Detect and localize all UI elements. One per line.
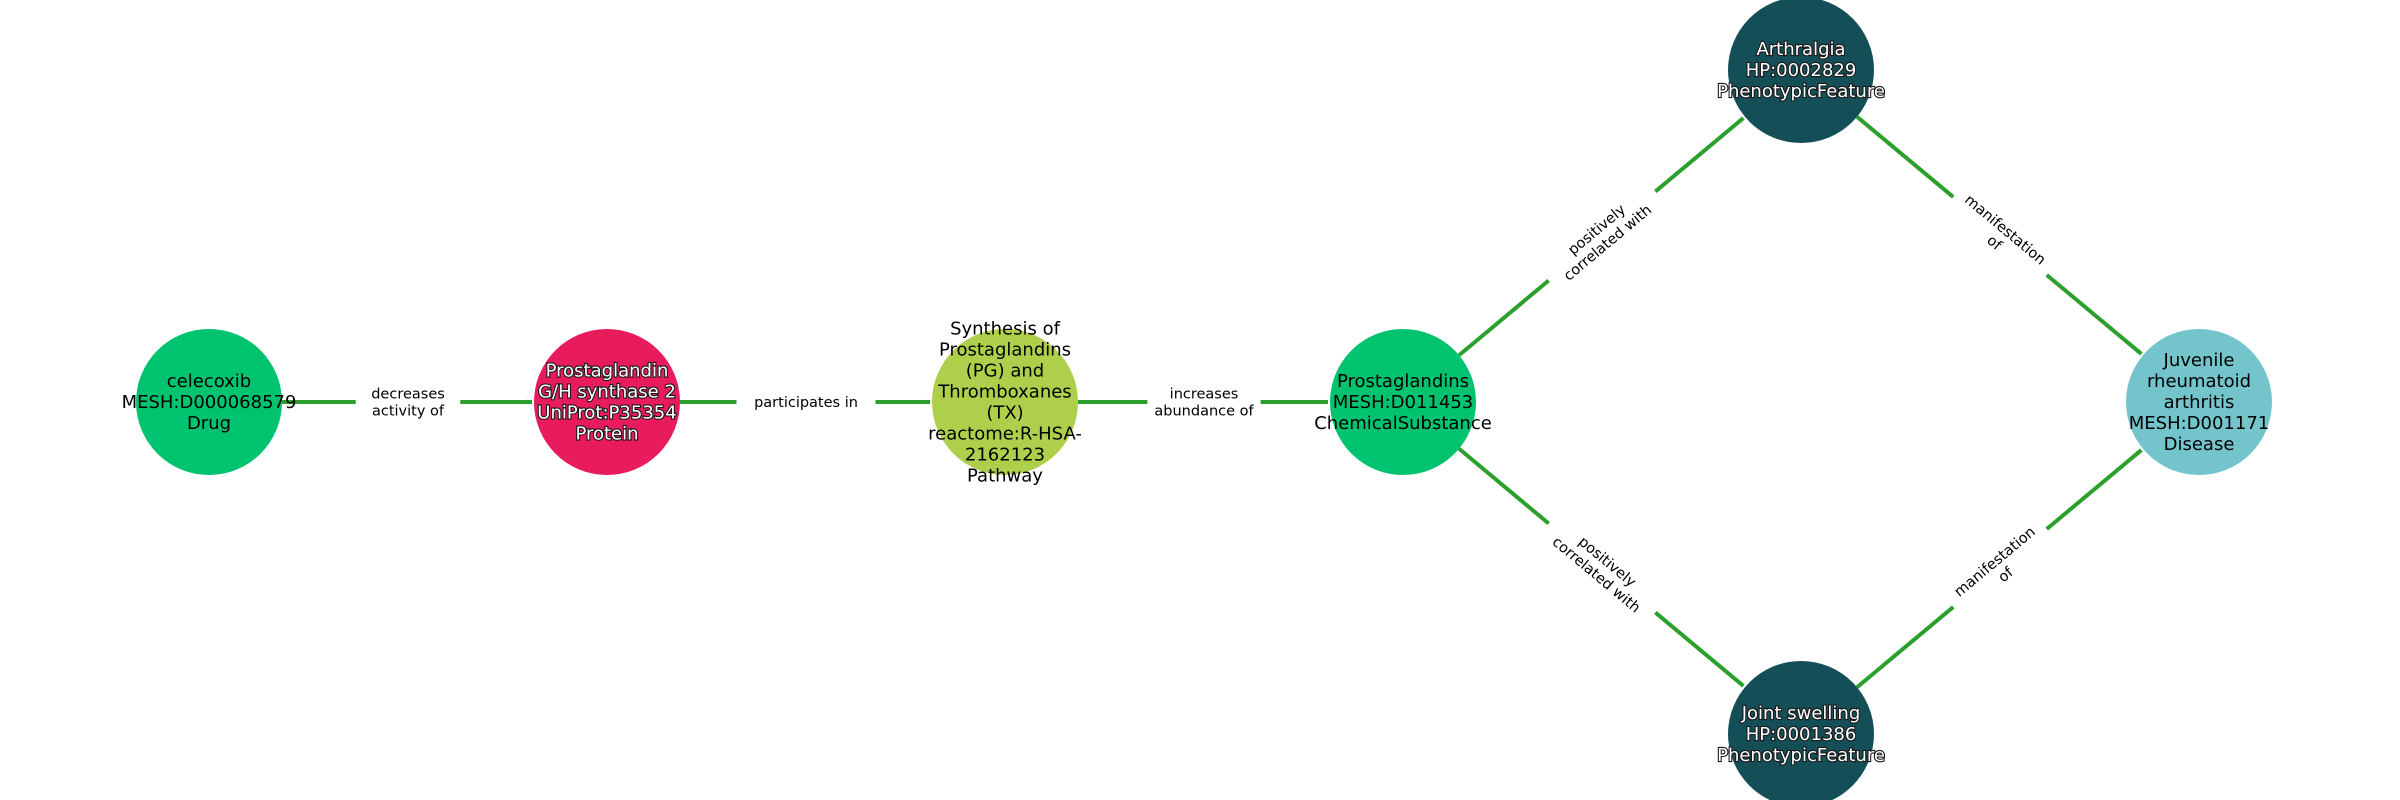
node-circle[interactable] xyxy=(1330,329,1476,475)
node-label-line: Disease xyxy=(2164,434,2235,455)
node-label-line: HP:0002829 xyxy=(1746,60,1857,81)
node-circle[interactable] xyxy=(136,329,282,475)
node-label-line: ChemicalSubstance xyxy=(1314,413,1492,434)
node-label-line: Drug xyxy=(187,413,231,434)
node-label-line: Synthesis of xyxy=(950,319,1061,340)
node-circle[interactable] xyxy=(2126,329,2272,475)
node-label-line: celecoxib xyxy=(167,371,251,392)
node-label-line: Protein xyxy=(575,424,638,445)
node-label-line: HP:0001386 xyxy=(1746,724,1857,745)
node-circle[interactable] xyxy=(1728,0,1874,143)
node-joint_swelling[interactable]: Joint swellingHP:0001386PhenotypicFeatur… xyxy=(1716,661,1886,800)
node-label-line: 2162123 xyxy=(965,445,1045,466)
node-jra[interactable]: JuvenilerheumatoidarthritisMESH:D001171D… xyxy=(2126,329,2272,475)
node-label-line: MESH:D000068579 xyxy=(122,392,297,413)
node-label-line: Joint swelling xyxy=(1741,703,1861,724)
node-circle[interactable] xyxy=(932,329,1078,475)
edge-label-background xyxy=(355,382,461,422)
node-label-line: PhenotypicFeature xyxy=(1717,745,1885,766)
edge-label-background xyxy=(1535,508,1669,628)
node-label-line: (TX) xyxy=(986,403,1023,424)
node-label-line: PhenotypicFeature xyxy=(1717,81,1885,102)
node-label-line: reactome:R-HSA- xyxy=(928,424,1082,445)
node-label-line: Prostaglandins xyxy=(1337,371,1469,392)
node-label-line: Prostaglandins xyxy=(939,340,1071,361)
edge-label-text: decreases xyxy=(371,387,445,403)
node-label-line: G/H synthase 2 xyxy=(538,382,676,403)
node-label-line: MESH:D011453 xyxy=(1333,392,1474,413)
node-prostaglandins[interactable]: ProstaglandinsMESH:D011453ChemicalSubsta… xyxy=(1314,329,1492,475)
node-label-line: UniProt:P35354 xyxy=(537,403,676,424)
edge-label-background xyxy=(1940,181,2060,291)
node-label-line: arthritis xyxy=(2164,392,2235,413)
edge-label-text: participates in xyxy=(754,395,858,411)
node-label-line: Arthralgia xyxy=(1756,39,1845,60)
edge-label-background xyxy=(736,390,876,414)
edge-label-background xyxy=(1535,176,1669,296)
node-label-line: Prostaglandin xyxy=(546,361,669,382)
node-circle[interactable] xyxy=(534,329,680,475)
edge-label: participates in xyxy=(736,390,876,414)
node-circle[interactable] xyxy=(1728,661,1874,800)
edge-label-text: activity of xyxy=(372,404,445,420)
edge-ptgs2-pathway: participates in xyxy=(680,390,930,414)
node-label-line: (PG) and xyxy=(966,361,1044,382)
node-label-line: Juvenile xyxy=(2163,350,2235,371)
node-label-line: Pathway xyxy=(967,466,1043,487)
edge-label-background xyxy=(1940,513,2060,623)
node-label-line: Thromboxanes xyxy=(937,382,1071,403)
edge-label-text: increases xyxy=(1170,387,1239,403)
node-label-line: rheumatoid xyxy=(2147,371,2251,392)
edge-label-background xyxy=(1147,382,1261,422)
edge-label-text: abundance of xyxy=(1154,404,1254,420)
node-label-line: MESH:D001171 xyxy=(2129,413,2270,434)
